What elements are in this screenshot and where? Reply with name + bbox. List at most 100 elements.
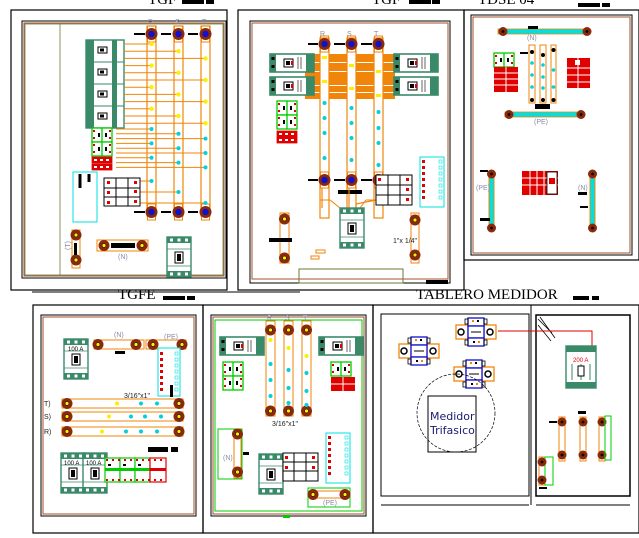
terminal-s-top [345, 35, 358, 53]
relay-pin [130, 459, 132, 461]
connection-marker [203, 99, 208, 104]
contactor-block [375, 174, 413, 206]
relay-red-stack [567, 58, 590, 88]
busbar-size-label: 1"x 1/4" [393, 238, 418, 245]
connection-marker [349, 158, 354, 162]
connection-marker [155, 401, 159, 406]
breaker-rating: 100 A [68, 347, 83, 353]
relay-red-stack [494, 67, 518, 92]
neutral-label: (N) [223, 455, 233, 462]
panel-title: TABLERO MEDIDOR [416, 287, 558, 303]
pe-label: (PE) [534, 119, 548, 126]
neutral-label: (N) [118, 254, 128, 261]
connection-marker [349, 121, 354, 125]
terminal-s-top [172, 25, 185, 43]
connection-marker [149, 127, 154, 131]
ground-terminal [344, 453, 349, 458]
relay-green [91, 127, 113, 143]
connection-marker [304, 403, 309, 407]
ground-terminal [344, 441, 349, 446]
connection-marker [551, 68, 556, 72]
ground-bar [157, 347, 181, 397]
ground-terminal [328, 460, 331, 463]
connection-marker [176, 92, 181, 97]
connection-marker [149, 141, 154, 146]
green-conduit [214, 319, 363, 512]
connection-marker [176, 49, 181, 54]
connection-marker [129, 414, 133, 419]
phase-label-t: T [374, 31, 379, 38]
meter-base [455, 317, 497, 347]
relay-green [276, 114, 298, 130]
relay-pin [106, 479, 108, 481]
breaker-right [318, 336, 364, 356]
relay-pin [112, 479, 114, 481]
relay-red-strip [150, 468, 166, 471]
connection-marker [286, 368, 291, 372]
connection-marker [149, 106, 154, 112]
relay-green-strip [105, 468, 120, 471]
connection-marker [203, 201, 208, 205]
n-side-label: (N) [578, 185, 588, 192]
connection-marker [100, 429, 104, 434]
n-side-bar [589, 171, 596, 231]
ground-terminal [344, 435, 349, 440]
connection-marker [304, 354, 309, 358]
connection-marker [143, 414, 147, 419]
connection-marker [530, 85, 534, 89]
breaker-stack [85, 39, 125, 129]
ground-terminal [438, 165, 443, 170]
relay-pin [124, 459, 126, 461]
cyan-markers [322, 101, 381, 167]
relay-contact [138, 464, 141, 466]
phase-label-t: T [202, 19, 207, 26]
connection-marker [268, 362, 273, 366]
relay-green-strip [120, 468, 135, 471]
ground-terminal [174, 387, 179, 392]
pe-bar [504, 111, 578, 118]
connection-marker [149, 155, 154, 160]
terminal-r-top [145, 25, 158, 43]
ground-terminal [174, 369, 179, 374]
relay-pin [160, 479, 162, 481]
ground-terminal [160, 376, 163, 379]
connection-marker [286, 401, 291, 405]
ground-terminal [438, 177, 443, 182]
breaker-compartment [535, 314, 631, 497]
connection-marker [541, 75, 545, 79]
connection-marker [376, 163, 381, 167]
relay-pin [106, 459, 108, 461]
connection-marker [107, 414, 111, 419]
ground-terminal [328, 466, 331, 469]
ground-terminal [160, 358, 163, 361]
relay-green [493, 52, 515, 68]
connection-marker [159, 414, 163, 419]
relay-red [91, 163, 113, 171]
connection-marker [322, 101, 327, 105]
ground-bar [325, 432, 351, 484]
branch-wires [116, 41, 208, 205]
connection-marker [176, 190, 181, 194]
pe-label: (PE) [323, 500, 337, 507]
pe-side-bar [488, 171, 495, 231]
connection-marker [304, 371, 309, 375]
ground-terminal [328, 448, 331, 451]
neutral-bar [96, 239, 149, 252]
busbar-size-label: 3/16"x1" [272, 421, 299, 428]
terminal-t-top [372, 35, 385, 53]
ground-terminal [174, 357, 179, 362]
ground-terminal [438, 183, 443, 188]
connection-marker [115, 401, 119, 406]
relay-pin [130, 479, 132, 481]
terminal-t-top [199, 25, 212, 43]
connection-marker [124, 429, 128, 434]
panel-tdse-04: TDSE 04 (N) [463, 0, 639, 261]
panel-tgf-1: TGF R S T [10, 0, 228, 291]
ground-terminal [160, 382, 163, 385]
phase-label-r: R [148, 19, 153, 26]
ground-terminal [344, 459, 349, 464]
connection-marker [268, 338, 273, 342]
relay-green-strip [135, 468, 150, 471]
panel-tablero-medidor: TABLERO MEDIDOR Medidor Trifasico [372, 287, 639, 534]
breaker-left-1 [269, 53, 315, 73]
